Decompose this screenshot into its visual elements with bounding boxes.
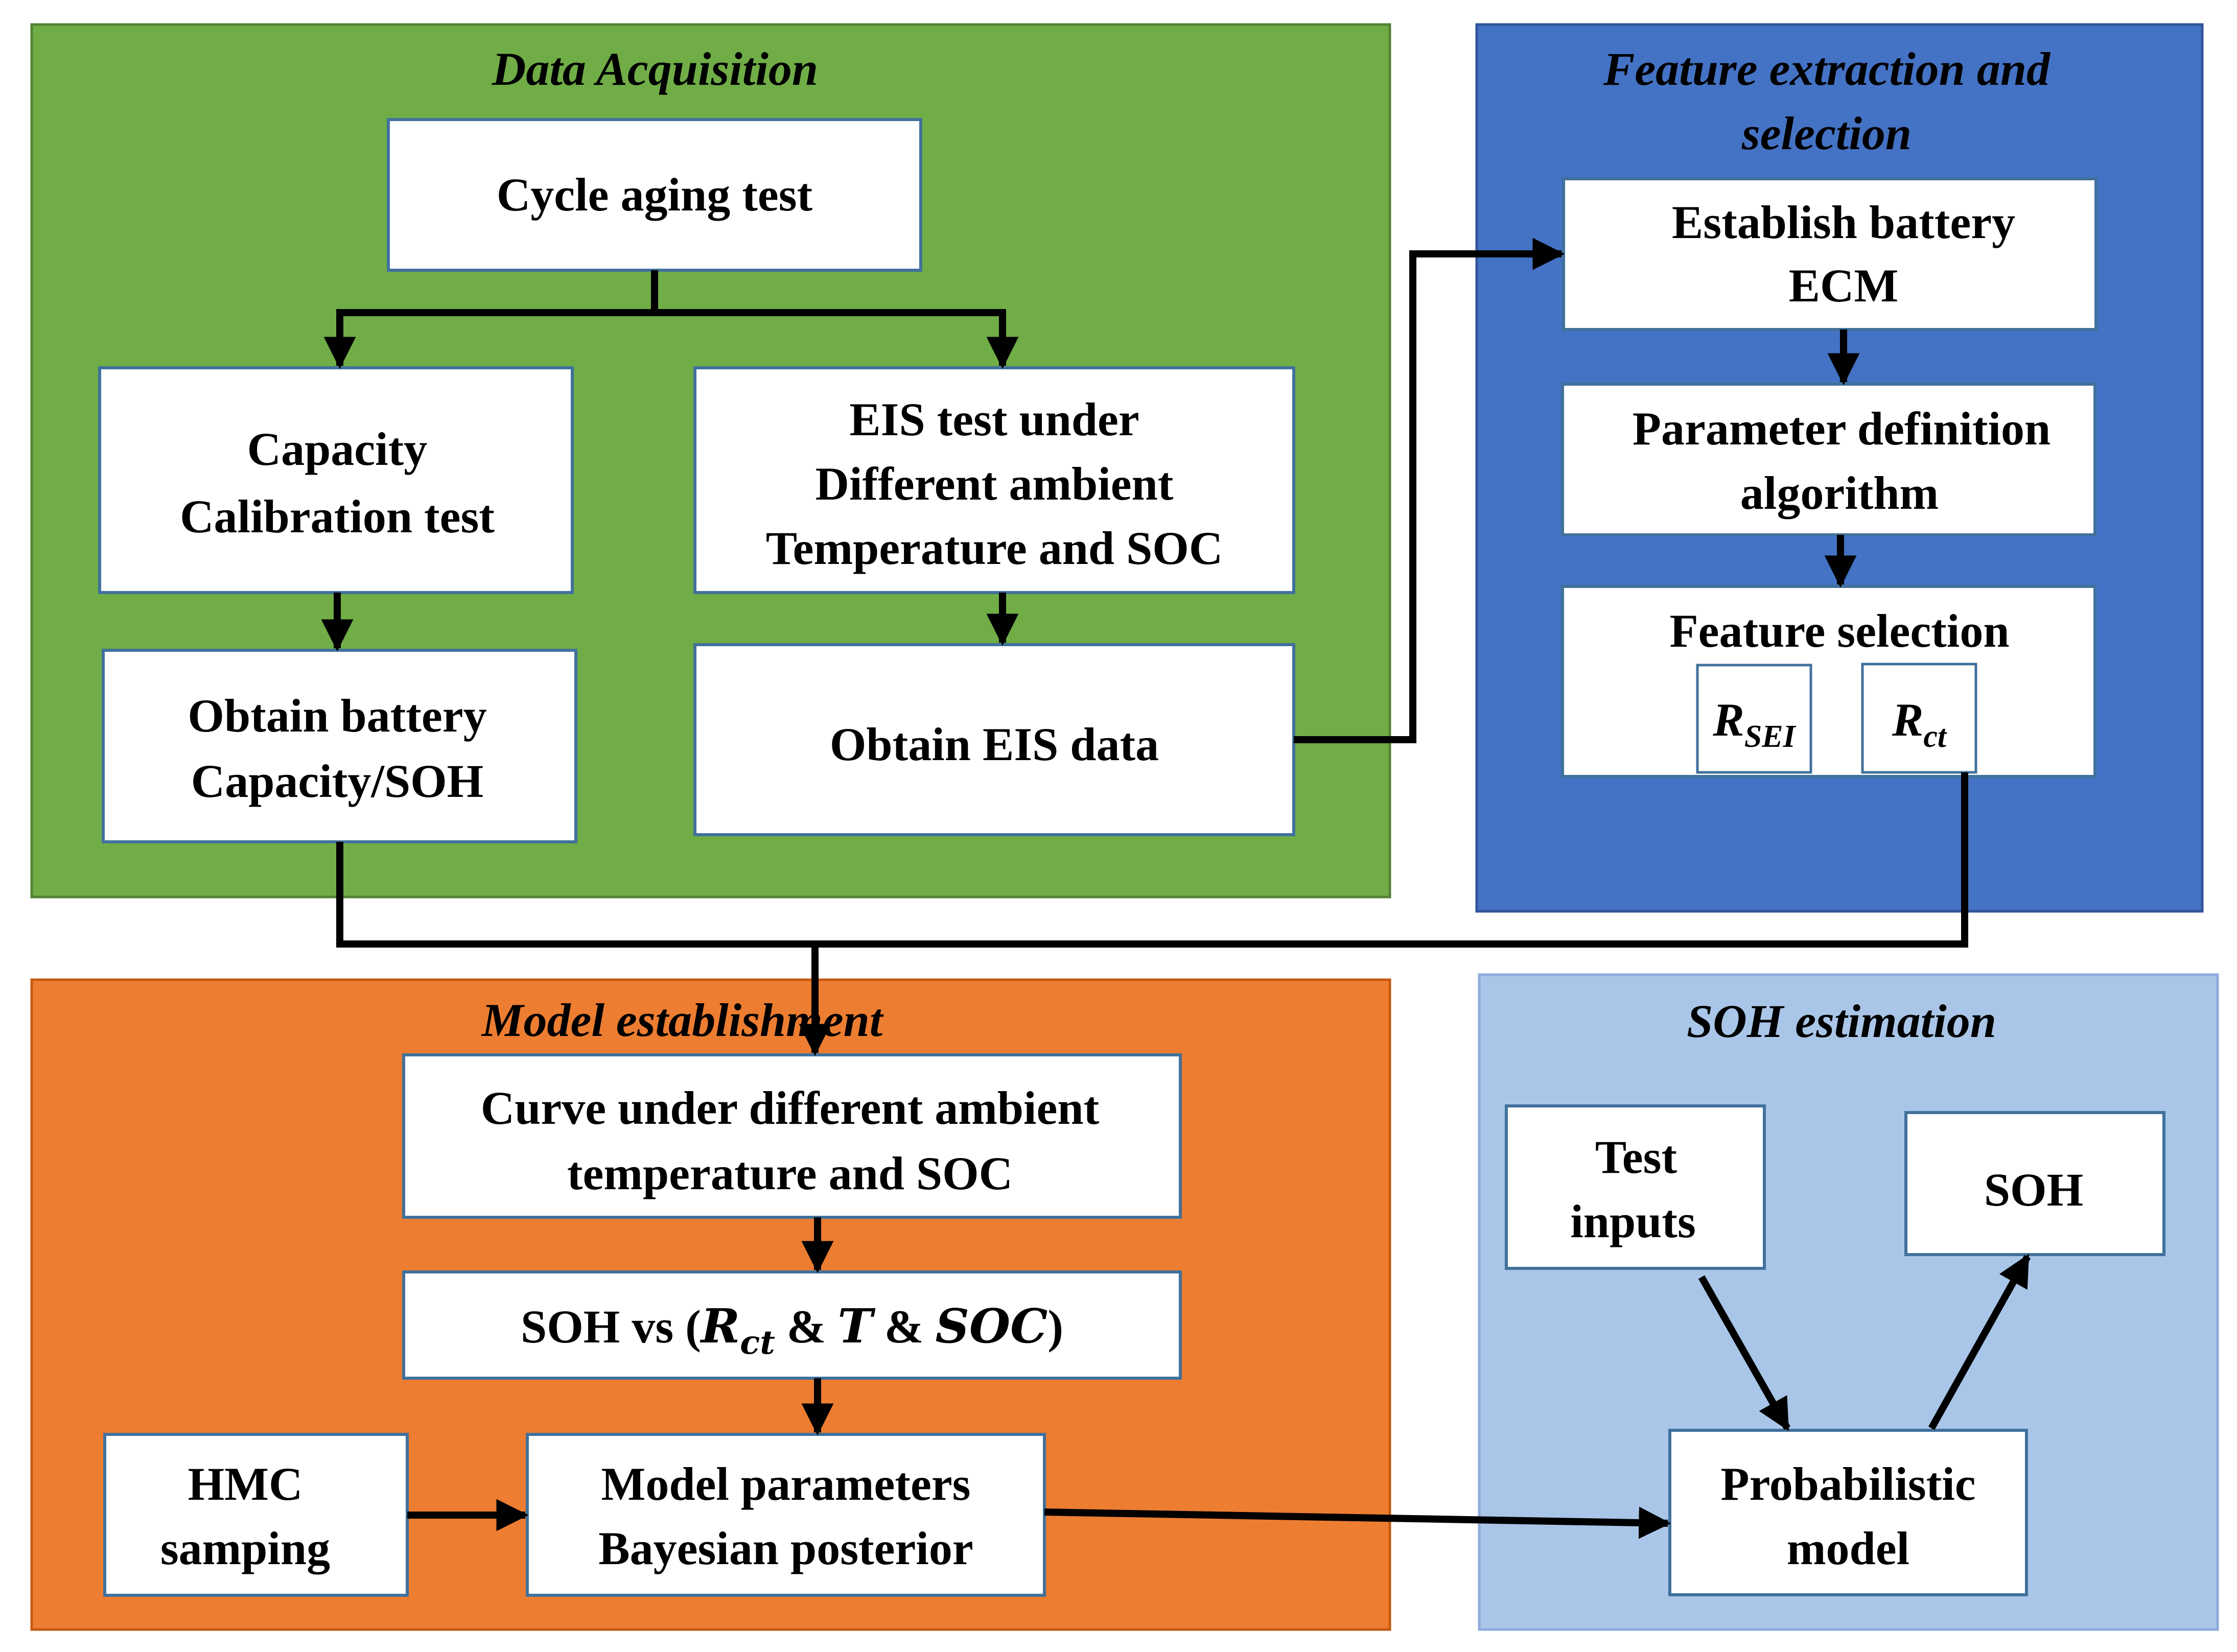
- box-soh: SOH: [1904, 1111, 2165, 1256]
- box-eis-test-line3: Temperature and SOC: [766, 522, 1223, 574]
- arrow-probabilistic-to-soh: [1928, 1254, 2031, 1430]
- box-parameter-definition-line2: algorithm: [1740, 467, 1939, 519]
- box-curve-under-line2: temperature and SOC: [567, 1147, 1013, 1199]
- box-cycle-aging-test-label: Cycle aging test: [497, 169, 813, 221]
- box-capacity-calibration-line2: Calibration test: [180, 490, 495, 542]
- box-probabilistic-line2: model: [1787, 1522, 1909, 1574]
- box-eis-test-line1: EIS test under: [849, 393, 1139, 445]
- box-soh-vs-label: SOH vs (Rct & T & SOC): [521, 1299, 1063, 1362]
- connector-capacity-merge: [336, 772, 1968, 948]
- feature-rct-label: Rct: [1892, 694, 1947, 754]
- box-establish-ecm-line1: Establish battery: [1672, 196, 2015, 248]
- box-test-inputs-line2: inputs: [1570, 1195, 1696, 1247]
- box-establish-ecm: Establish battery ECM: [1562, 177, 2098, 331]
- box-obtain-capacity-line2: Capacity/SOH: [191, 755, 483, 807]
- arrow-eis-to-ecm: [1294, 238, 1565, 743]
- box-probabilistic-line1: Probabilistic: [1720, 1458, 1975, 1510]
- box-model-parameters: Model parameters Bayesian posterior: [526, 1433, 1046, 1597]
- title-model-establishment: Model establishment: [481, 994, 884, 1046]
- box-parameter-definition: Parameter definition algorithm: [1561, 383, 2096, 536]
- box-obtain-capacity-line1: Obtain battery: [188, 690, 486, 742]
- box-eis-test: EIS test under Different ambient Tempera…: [693, 366, 1295, 594]
- box-capacity-calibration-test: Capacity Calibration test: [98, 366, 574, 594]
- box-hmc-line2: samping: [160, 1522, 330, 1574]
- box-cycle-aging-test: Cycle aging test: [387, 118, 922, 272]
- box-test-inputs-line1: Test: [1595, 1131, 1677, 1183]
- box-obtain-eis-data: Obtain EIS data: [693, 643, 1295, 836]
- box-feature-selection-label: Feature selection: [1669, 605, 2009, 657]
- box-probabilistic-model: Probabilistic model: [1668, 1429, 2028, 1596]
- box-capacity-calibration-line1: Capacity: [247, 423, 428, 475]
- box-hmc-line1: HMC: [188, 1458, 303, 1510]
- box-obtain-eis-label: Obtain EIS data: [830, 718, 1159, 770]
- connector-cycle-split: [340, 270, 1003, 316]
- box-feature-selection: Feature selection RSEI Rct: [1561, 585, 2096, 778]
- box-obtain-capacity-soh: Obtain battery Capacity/SOH: [102, 649, 577, 843]
- feature-rsei-label: RSEI: [1712, 694, 1796, 754]
- box-soh-label: SOH: [1984, 1164, 2083, 1216]
- box-hmc-sampling: HMC samping: [103, 1433, 409, 1597]
- box-parameter-definition-line1: Parameter definition: [1633, 403, 2050, 455]
- box-model-parameters-line1: Model parameters: [601, 1458, 971, 1510]
- box-soh-vs: SOH vs (Rct & T & SOC): [402, 1270, 1182, 1380]
- title-data-acquisition: Data Acquisition: [492, 43, 818, 95]
- box-model-parameters-line2: Bayesian posterior: [598, 1522, 973, 1574]
- box-test-inputs: Test inputs: [1505, 1104, 1766, 1270]
- arrow-model-parameters-to-probabilistic: [1044, 1506, 1671, 1539]
- box-curve-under-line1: Curve under different ambient: [481, 1082, 1100, 1134]
- arrow-test-inputs-to-probabilistic: [1698, 1275, 1791, 1431]
- title-soh-estimation: SOH estimation: [1687, 995, 1996, 1047]
- feature-rct-box: [1861, 663, 1977, 774]
- box-establish-ecm-line2: ECM: [1789, 259, 1899, 312]
- feature-rsei-box: [1696, 664, 1812, 774]
- title-feature-extraction-line2: selection: [1741, 107, 1912, 159]
- title-feature-extraction-line1: Feature extraction and: [1603, 43, 2051, 95]
- box-eis-test-line2: Different ambient: [815, 458, 1174, 510]
- box-curve-under-temperature: Curve under different ambient temperatur…: [402, 1053, 1182, 1219]
